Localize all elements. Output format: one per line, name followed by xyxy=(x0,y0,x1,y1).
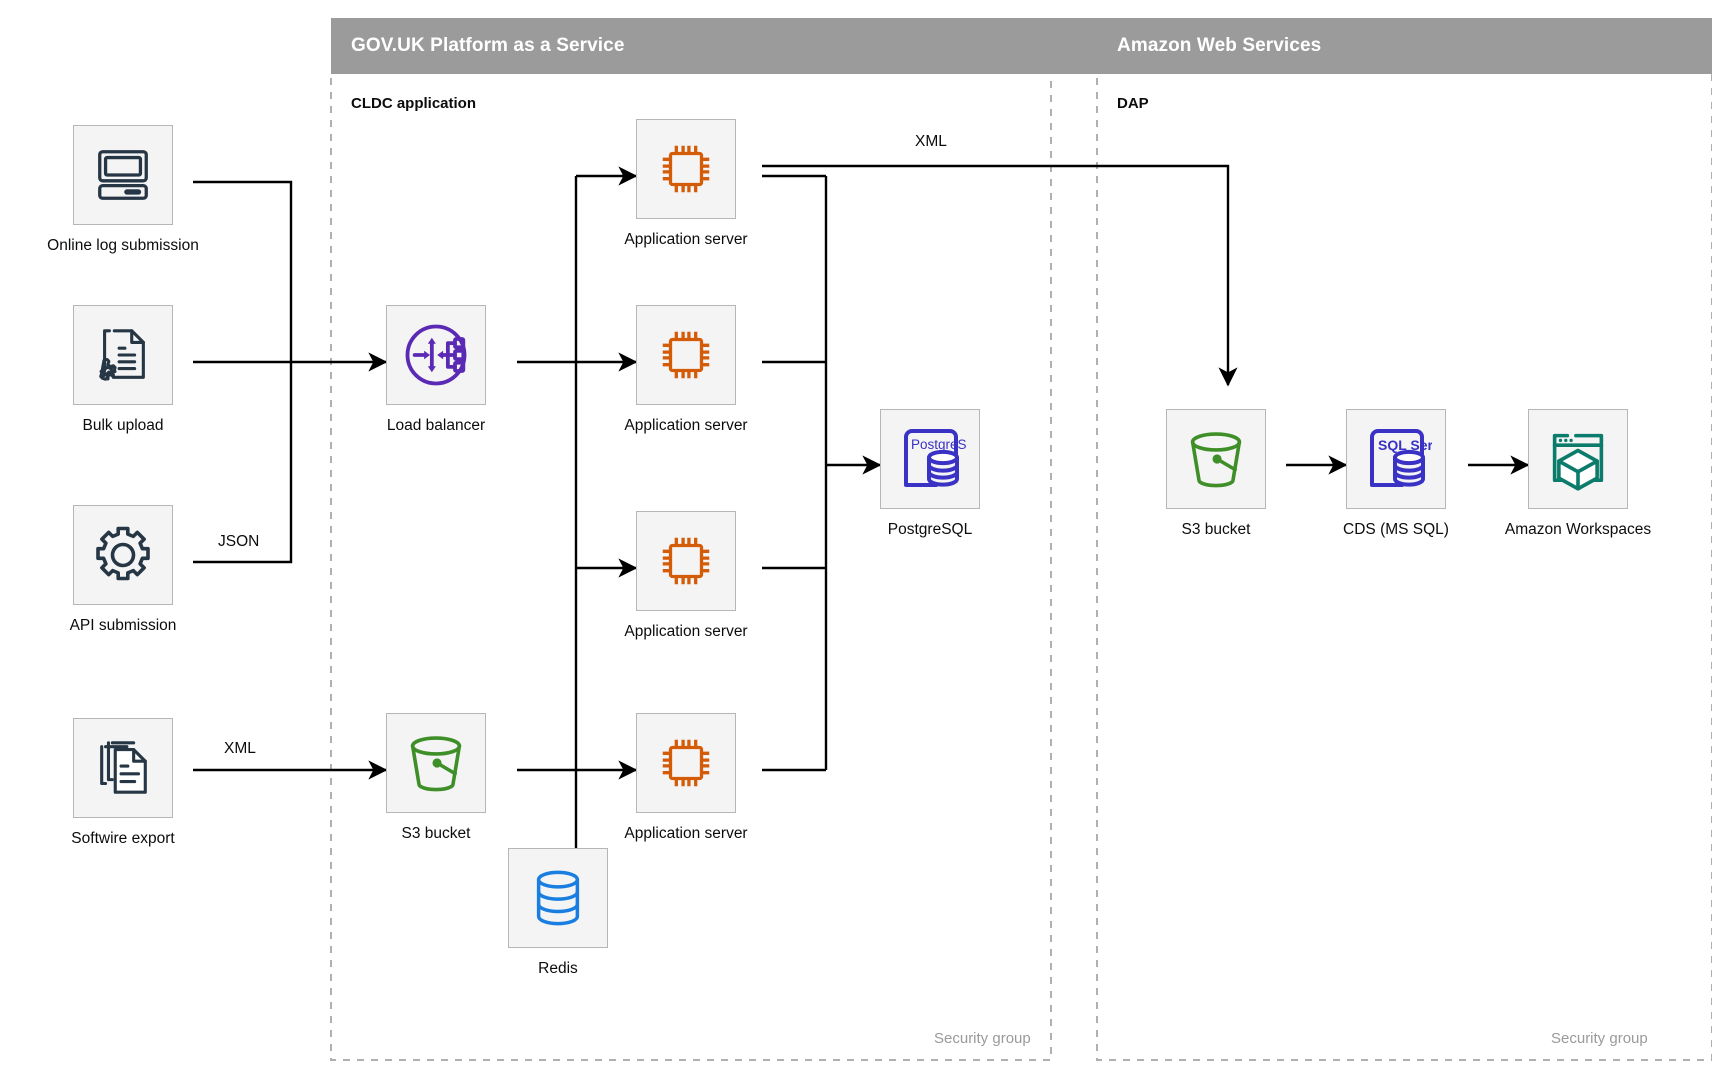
node-tile xyxy=(386,713,486,813)
load-balancer-icon xyxy=(405,324,467,386)
node-app-server-1[interactable]: Application server xyxy=(624,119,748,248)
edge-label-xml-export: XML xyxy=(915,133,947,150)
node-app-server-2[interactable]: Application server xyxy=(624,305,748,434)
sql-server-badge-text: SQL Server xyxy=(1378,437,1432,453)
edge-label-xml-softwire: XML xyxy=(224,740,256,757)
node-tile: SQL Server xyxy=(1346,409,1446,509)
node-app-server-3[interactable]: Application server xyxy=(624,511,748,640)
node-tile xyxy=(636,305,736,405)
node-label: PostgreSQL xyxy=(887,521,973,538)
node-postgresql[interactable]: PostgreSQL PostgreSQL xyxy=(880,409,980,538)
node-tile xyxy=(636,119,736,219)
node-label: CDS (MS SQL) xyxy=(1343,521,1449,538)
postgresql-database-icon: PostgreSQL xyxy=(904,429,966,487)
sql-server-database-icon: SQL Server xyxy=(1370,429,1432,487)
node-redis[interactable]: Redis xyxy=(508,848,608,977)
node-tile xyxy=(508,848,608,948)
security-group-label-paas: Security group xyxy=(934,1030,1031,1047)
node-tile xyxy=(1528,409,1628,509)
node-api-submission[interactable]: API submission xyxy=(70,505,176,634)
document-gear-icon xyxy=(99,329,145,381)
edge-api-to-bus xyxy=(193,362,293,564)
node-label: Bulk upload xyxy=(82,417,164,434)
node-amazon-workspaces[interactable]: Amazon Workspaces xyxy=(1505,409,1651,538)
bucket-icon xyxy=(1190,432,1242,488)
zone-subtitle-paas: CLDC application xyxy=(351,95,477,112)
node-label: Online log submission xyxy=(47,237,199,254)
node-cds-ms-sql[interactable]: SQL Server CDS (MS SQL) xyxy=(1343,409,1449,538)
node-tile xyxy=(386,305,486,405)
node-label: Load balancer xyxy=(386,417,486,434)
node-tile: PostgreSQL xyxy=(880,409,980,509)
cpu-chip-icon xyxy=(662,537,710,585)
zone-header-aws: Amazon Web Services xyxy=(1097,18,1712,74)
security-group-label-aws: Security group xyxy=(1551,1030,1648,1047)
node-label: S3 bucket xyxy=(401,825,471,842)
postgresql-badge-text: PostgreSQL xyxy=(911,437,966,452)
cpu-chip-icon xyxy=(662,739,710,787)
connectors xyxy=(193,164,1530,898)
database-cylinder-icon xyxy=(536,870,580,926)
node-tile xyxy=(73,125,173,225)
node-label: Application server xyxy=(624,231,748,248)
zone-title-aws: Amazon Web Services xyxy=(1117,35,1322,56)
edge-online-log-to-bus xyxy=(193,180,293,362)
edge-app-1-xml-to-s3-aws xyxy=(762,164,1238,387)
node-tile xyxy=(73,718,173,818)
cpu-chip-icon xyxy=(662,145,710,193)
node-tile xyxy=(73,305,173,405)
node-label: API submission xyxy=(69,617,177,634)
zone-subtitle-aws: DAP xyxy=(1117,95,1149,112)
node-s3-bucket-paas[interactable]: S3 bucket xyxy=(386,713,486,842)
node-tile xyxy=(636,713,736,813)
node-tile xyxy=(73,505,173,605)
gear-icon xyxy=(96,526,150,581)
workspaces-cube-icon xyxy=(1552,433,1604,491)
node-softwire-export[interactable]: Softwire export xyxy=(71,718,175,847)
document-stack-icon xyxy=(100,741,147,794)
node-bulk-upload[interactable]: Bulk upload xyxy=(73,305,173,434)
node-label: Application server xyxy=(624,825,748,842)
node-label: S3 bucket xyxy=(1181,521,1251,538)
zone-title-paas: GOV.UK Platform as a Service xyxy=(351,35,625,56)
node-tile xyxy=(1166,409,1266,509)
node-s3-bucket-aws[interactable]: S3 bucket xyxy=(1166,409,1266,538)
node-tile xyxy=(636,511,736,611)
desktop-computer-icon xyxy=(98,150,148,200)
node-app-server-4[interactable]: Application server xyxy=(624,713,748,842)
node-label: Redis xyxy=(538,960,578,977)
node-online-log-submission[interactable]: Online log submission xyxy=(47,125,199,254)
node-label: Application server xyxy=(624,417,748,434)
node-label: Amazon Workspaces xyxy=(1504,521,1652,538)
edge-label-json: JSON xyxy=(218,533,260,550)
node-label: Application server xyxy=(624,623,748,640)
node-label: Softwire export xyxy=(71,830,175,847)
bucket-icon xyxy=(410,736,462,792)
node-load-balancer[interactable]: Load balancer xyxy=(386,305,486,434)
cpu-chip-icon xyxy=(662,331,710,379)
security-group-boundary-aws xyxy=(1096,72,1712,1061)
